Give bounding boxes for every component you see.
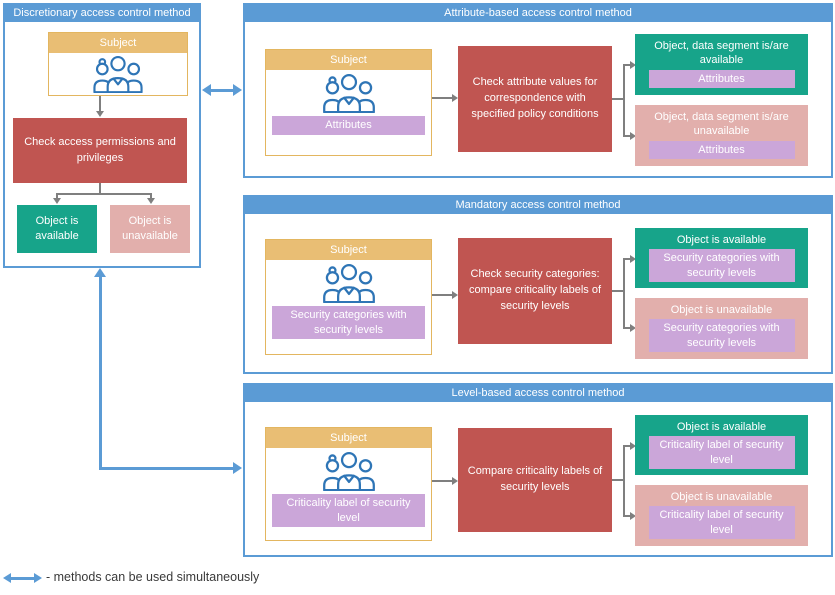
arrowhead-right-icon: [233, 84, 242, 96]
arrowhead-right-icon: [452, 477, 458, 485]
outcome-label: Object, data segment is/are unavailable: [654, 111, 789, 138]
connector-branch-left: [56, 193, 58, 199]
double-arrow-line: [209, 89, 235, 92]
attribute-unavailable-box: Object, data segment is/are unavailable …: [635, 105, 808, 166]
connector-branch-vertical: [623, 445, 625, 517]
double-arrow-line: [10, 577, 35, 580]
panel-discretionary-title: Discretionary access control method: [5, 5, 199, 22]
people-group-icon: [322, 74, 375, 113]
arrowhead-down-icon: [53, 198, 61, 204]
level-available-box: Object is available Criticality label of…: [635, 415, 808, 475]
arrowhead-left-icon: [3, 573, 11, 583]
connector-branch-stem: [99, 183, 101, 195]
discretionary-check-box: Check access permissions and privileges: [13, 118, 187, 183]
panel-attribute-based: Attribute-based access control method Su…: [243, 3, 833, 178]
mandatory-check-box: Check security categories: compare criti…: [458, 238, 612, 344]
people-group-icon: [93, 55, 143, 93]
subject-box-title: Subject: [266, 428, 431, 448]
arrowhead-right-icon: [452, 94, 458, 102]
outcome-label: Object is available: [676, 421, 767, 433]
arrowhead-right-icon: [630, 442, 636, 450]
outcome-criticality-label-tag: Criticality label of security level: [648, 506, 795, 540]
arrowhead-right-icon: [630, 61, 636, 69]
panel-level-based: Level-based access control method Subjec…: [243, 383, 833, 557]
arrowhead-right-icon: [630, 512, 636, 520]
subject-attributes-tag: Attributes: [272, 116, 425, 135]
connector-subject-to-check: [432, 480, 453, 482]
outcome-security-categories-tag: Security categories with security levels: [648, 249, 795, 283]
mandatory-available-box: Object is available Security categories …: [635, 228, 808, 288]
mandatory-subject-box: Subject Security categories with securit…: [265, 239, 432, 355]
level-unavailable-box: Object is unavailable Criticality label …: [635, 485, 808, 546]
outcome-attributes-tag: Attributes: [648, 140, 795, 160]
level-check-box: Compare criticality labels of security l…: [458, 428, 612, 532]
connector-branch-vertical: [623, 64, 625, 137]
connector-subject-to-check: [432, 97, 453, 99]
connector-branch-vertical: [623, 258, 625, 329]
people-group-icon: [322, 452, 375, 491]
mandatory-unavailable-box: Object is unavailable Security categorie…: [635, 298, 808, 359]
arrowhead-right-icon: [630, 255, 636, 263]
subject-security-categories-tag: Security categories with security levels: [272, 306, 425, 340]
arrowhead-right-icon: [233, 462, 242, 474]
discretionary-subject-box: Subject: [48, 32, 188, 96]
legend-label: - methods can be used simultaneously: [46, 570, 260, 584]
connector-subject-to-check: [432, 294, 453, 296]
subject-box-body: Security categories with security levels: [266, 260, 431, 340]
outcome-label: Object is unavailable: [670, 304, 773, 316]
elbow-vertical-line: [99, 276, 102, 469]
outcome-label: Object is available: [676, 234, 767, 246]
connector-branch-bottom: [623, 327, 631, 329]
connector-branch-bottom: [623, 515, 631, 517]
panel-level-title: Level-based access control method: [245, 385, 831, 402]
subject-box-body: Attributes: [266, 70, 431, 135]
connector-branch-top: [623, 64, 631, 66]
connector-branch-top: [623, 445, 631, 447]
connector-branch-right: [150, 193, 152, 199]
elbow-horizontal-line: [99, 467, 235, 470]
subject-criticality-label-tag: Criticality label of security level: [272, 494, 425, 528]
panel-discretionary: Discretionary access control method Subj…: [3, 3, 201, 268]
subject-box-body: Criticality label of security level: [266, 448, 431, 528]
connector-branch-top: [623, 258, 631, 260]
outcome-label: Object, data segment is/are available: [654, 40, 789, 67]
connector-branch-bar: [56, 193, 152, 195]
subject-box-title: Subject: [266, 50, 431, 70]
panel-attribute-title: Attribute-based access control method: [245, 5, 831, 22]
subject-box-title: Subject: [266, 240, 431, 260]
outcome-label: Object is unavailable: [670, 491, 773, 503]
subject-box-title: Subject: [49, 33, 187, 53]
outcome-criticality-label-tag: Criticality label of security level: [648, 436, 795, 470]
connector-branch-bottom: [623, 135, 631, 137]
arrowhead-up-icon: [94, 268, 106, 277]
connector-check-out: [612, 98, 624, 100]
outcome-attributes-tag: Attributes: [648, 69, 795, 89]
panel-mandatory-title: Mandatory access control method: [245, 197, 831, 214]
arrowhead-down-icon: [96, 111, 104, 117]
arrowhead-right-icon: [34, 573, 42, 583]
arrowhead-right-icon: [630, 324, 636, 332]
arrowhead-left-icon: [202, 84, 211, 96]
panel-mandatory: Mandatory access control method Subject …: [243, 195, 833, 374]
discretionary-available-box: Object is available: [17, 205, 97, 253]
attribute-subject-box: Subject Attributes: [265, 49, 432, 156]
level-subject-box: Subject Criticality label of security le…: [265, 427, 432, 541]
attribute-available-box: Object, data segment is/are available At…: [635, 34, 808, 95]
discretionary-unavailable-box: Object is unavailable: [110, 205, 190, 253]
connector-check-out: [612, 479, 624, 481]
people-group-icon: [322, 264, 375, 303]
arrowhead-right-icon: [630, 132, 636, 140]
arrowhead-down-icon: [147, 198, 155, 204]
arrowhead-right-icon: [452, 291, 458, 299]
subject-box-body: [49, 53, 187, 93]
connector-subject-to-check: [99, 96, 101, 112]
attribute-check-box: Check attribute values for correspondenc…: [458, 46, 612, 152]
connector-check-out: [612, 290, 624, 292]
outcome-security-categories-tag: Security categories with security levels: [648, 319, 795, 353]
